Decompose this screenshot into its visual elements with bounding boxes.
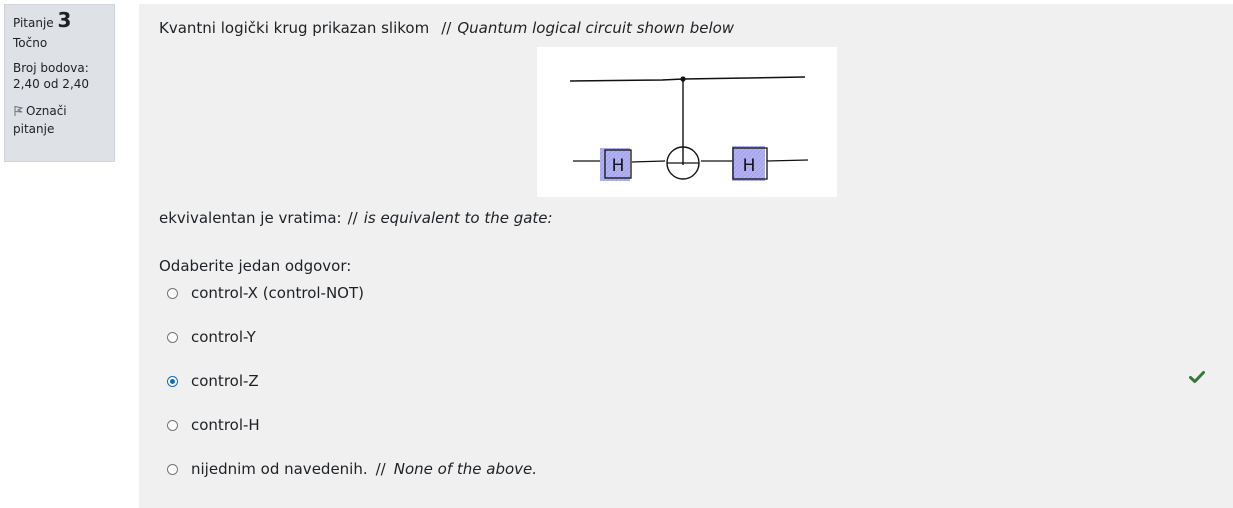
h-gate-right-fill [732, 146, 765, 181]
grade-value: 2,40 od 2,40 [13, 77, 90, 91]
radio-control-x[interactable] [167, 287, 178, 299]
equivalent-text-hr: ekvivalentan je vratima: [159, 209, 342, 227]
question-text-en: Quantum logical circuit shown below [457, 19, 735, 37]
bottom-wire-4 [766, 159, 809, 162]
h-gate-left-label: H [612, 156, 625, 176]
question-label: Pitanje [13, 16, 54, 30]
answer-label-hr: nijednim od navedenih. [191, 460, 368, 478]
flag-icon [13, 105, 24, 121]
radio-control-y[interactable] [167, 331, 178, 343]
question-number: 3 [57, 8, 72, 32]
answer-label: control-Y [191, 328, 256, 346]
question-content: Kvantni logički krug prikazan slikom // Qu… [139, 4, 1233, 508]
answer-label: control-Z [191, 372, 259, 390]
top-wire [569, 76, 806, 82]
equivalent-text-en: is equivalent to the gate: [363, 209, 553, 227]
answer-label: control-X (control-NOT) [191, 284, 365, 302]
answer-label: control-H [191, 416, 260, 434]
question-separator: // [441, 19, 452, 37]
answer-option-control-x[interactable]: control-X (control-NOT) [167, 282, 364, 304]
answer-label-en: None of the above. [393, 460, 538, 478]
answer-option-control-h[interactable]: control-H [167, 414, 260, 436]
h-gate-right-label: H [743, 156, 756, 176]
answer-prompt: Odaberite jedan odgovor: [159, 257, 352, 275]
question-grade: Broj bodova: 2,40 od 2,40 [13, 60, 106, 92]
equivalent-text: ekvivalentan je vratima: // is equivalent … [159, 208, 553, 228]
grade-label: Broj bodova: [13, 61, 89, 75]
question-info-panel: Pitanje 3 Točno Broj bodova: 2,40 od 2,4… [4, 4, 115, 162]
radio-none[interactable] [167, 463, 178, 475]
check-icon [1189, 369, 1205, 388]
circuit-diagram: H H [537, 47, 837, 197]
circuit-svg: H H [569, 76, 809, 181]
h-gate-left [604, 149, 632, 179]
question-text-hr: Kvantni logički krug prikazan slikom [159, 19, 430, 37]
bottom-wire-2 [631, 160, 666, 163]
radio-control-z[interactable] [167, 375, 178, 387]
radio-control-h[interactable] [167, 419, 178, 431]
question-number-row: Pitanje 3 [13, 10, 106, 31]
question-state: Točno [13, 36, 48, 50]
answer-option-control-y[interactable]: control-Y [167, 326, 256, 348]
equivalent-separator: // [347, 209, 358, 227]
flag-question-link[interactable]: Označi pitanje [13, 103, 106, 137]
answer-option-control-z[interactable]: control-Z [167, 370, 259, 392]
flag-label: Označi pitanje [13, 104, 67, 136]
question-text: Kvantni logički krug prikazan slikom // Qu… [159, 18, 734, 38]
answer-separator: // [375, 460, 386, 478]
answer-option-none[interactable]: nijednim od navedenih. // None of the abov… [167, 458, 537, 480]
h-gate-right [732, 147, 768, 180]
